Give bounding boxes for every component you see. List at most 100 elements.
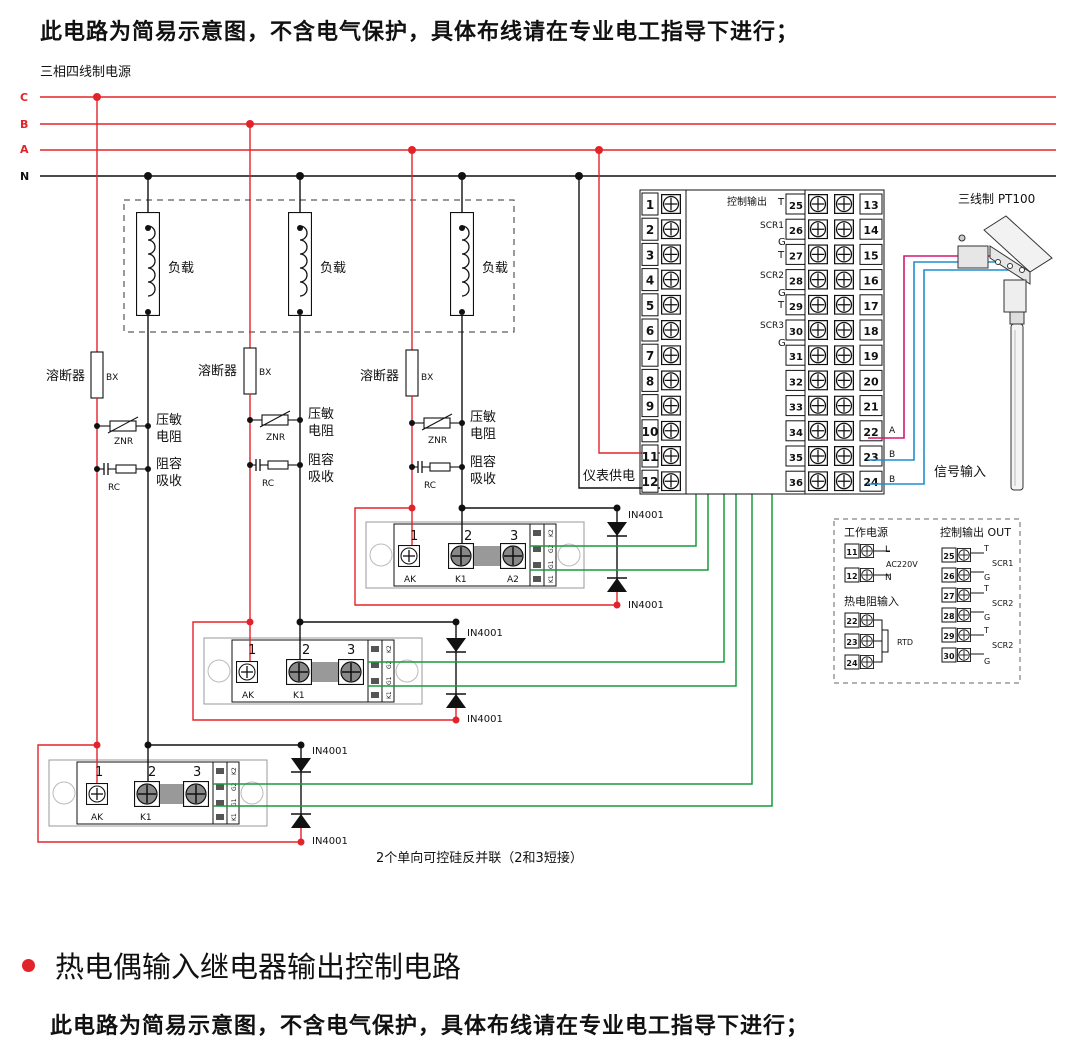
fuse-code-3: BX	[421, 373, 433, 383]
snubber-label-3b: 吸收	[470, 472, 496, 487]
ctrl-right-terminal: 22	[863, 426, 878, 439]
legend-terminal: 12	[846, 572, 857, 581]
rc-code-1: RC	[108, 483, 120, 493]
ctrl-left-cell	[641, 343, 659, 367]
sensor-label: 三线制 PT100	[958, 192, 1035, 206]
scr1-label-ak: AK	[91, 813, 104, 823]
ctrl-right-terminal: 16	[863, 275, 879, 288]
ctrl-left-cell	[641, 293, 659, 317]
power-bus	[40, 96, 1056, 177]
ctrl-right-terminal: 23	[863, 451, 878, 464]
scr1-label-k1: K1	[140, 813, 152, 823]
varistor-label-3a: 压敏	[470, 410, 496, 425]
legend-out-label: G	[984, 613, 990, 622]
legend-terminal: 27	[943, 592, 954, 601]
ctrl-right-terminal: 17	[863, 300, 878, 313]
load-label-1: 负载	[168, 261, 194, 276]
pt100-sensor	[957, 215, 1053, 491]
snubber-label-2a: 阻容	[308, 452, 334, 468]
ctrl-mid-cell	[785, 319, 806, 341]
ctrl-right-terminal: 20	[863, 375, 879, 388]
scr1-pin-k1: K1	[231, 813, 238, 821]
diode-label-3b: IN4001	[628, 600, 664, 611]
scr1-terminal-3: 3	[193, 765, 201, 780]
ctrl-right-cell	[859, 193, 883, 215]
section-heading-text: 热电偶输入继电器输出控制电路	[55, 950, 462, 984]
ctrl-right-cell	[859, 269, 883, 291]
ctrl-left-terminal: 10	[642, 425, 659, 439]
legend-terminal: 28	[943, 612, 955, 621]
scr2-terminal-1: 1	[248, 643, 256, 658]
ctrl-scr2: SCR2	[760, 271, 784, 281]
ctrl-right-terminal: 15	[863, 249, 878, 262]
ctrl-mid-cell	[785, 445, 806, 467]
znr-code-1: ZNR	[114, 437, 133, 447]
ctrl-scr3: SCR3	[760, 321, 784, 331]
legend-terminal: 11	[846, 548, 858, 557]
scr2-label-k1: K1	[293, 691, 305, 701]
ctrl-mid-cell	[785, 269, 806, 291]
scr1-terminal-1: 1	[95, 765, 103, 780]
ctrl-right-cell	[859, 319, 883, 341]
scr1-pin-g1: G1	[231, 798, 238, 807]
scr2-pin-g2: G2	[386, 660, 393, 669]
ctrl-right-terminal: 21	[863, 401, 878, 414]
ctrl-right-cell	[859, 294, 883, 316]
varistor-label-1a: 压敏	[156, 413, 182, 428]
legend-cell	[844, 567, 860, 583]
legend-control-out: 控制输出 OUT	[940, 525, 1011, 539]
legend-cell	[941, 607, 957, 623]
diode-label-2a: IN4001	[467, 628, 503, 639]
legend-out-label: T	[983, 626, 989, 635]
legend-terminal: 30	[943, 652, 955, 661]
ctrl-t2: T	[777, 250, 785, 261]
controller	[639, 189, 885, 495]
legend-terminal: 24	[846, 659, 858, 668]
ctrl-mid-terminal: 29	[789, 302, 803, 313]
ctrl-mid-cell	[785, 369, 806, 391]
ctrl-mid-terminal: 25	[789, 201, 803, 212]
legend-out-label: T	[983, 584, 989, 593]
legend-cell	[941, 567, 957, 583]
ctrl-mid-cell	[785, 243, 806, 265]
scr-module-2	[192, 618, 466, 724]
ctrl-left-cell	[641, 242, 659, 266]
scr2-pin-g1: G1	[386, 676, 393, 685]
ctrl-left-cell	[641, 368, 659, 392]
ctrl-right-cell	[859, 420, 883, 442]
ctrl-t3: T	[777, 300, 785, 311]
ctrl-right-cell	[859, 243, 883, 265]
scr3-label-a2: A2	[507, 575, 519, 585]
legend-out-label: T	[983, 544, 989, 553]
ctrl-right-cell	[859, 395, 883, 417]
ctrl-mid-cell	[785, 344, 806, 366]
scr2-terminal-3: 3	[347, 643, 355, 658]
scr3-pin-g2: G2	[548, 544, 555, 553]
ctrl-left-cell	[641, 217, 659, 241]
ctrl-left-cell	[641, 394, 659, 418]
ctrl-mid-terminal: 36	[789, 478, 803, 489]
ctrl-right-cell	[859, 344, 883, 366]
scr3-pin-g1: G1	[548, 560, 555, 569]
ctrl-left-terminal: 5	[646, 299, 654, 313]
ctrl-mid-cell	[785, 470, 806, 492]
scr3-terminal-2: 2	[464, 529, 472, 544]
scr3-terminal-3: 3	[510, 529, 518, 544]
ctrl-left-terminal: 1	[646, 198, 654, 212]
ctrl-right-terminal: 24	[863, 476, 879, 489]
section-note: 此电路为简易示意图，不含电气保护，具体布线请在专业电工指导下进行；	[50, 1014, 810, 1039]
ctrl-mid-cell	[785, 218, 806, 240]
scr3-pin-k2: K2	[548, 529, 555, 537]
ctrl-left-terminal: 7	[646, 349, 654, 363]
scr3-terminal-1: 1	[410, 529, 418, 544]
fuse-label-3: 溶断器	[360, 369, 399, 384]
legend-out-label: G	[984, 657, 990, 666]
branch-3	[405, 150, 466, 512]
ctrl-mid-terminal: 35	[789, 453, 803, 464]
ctrl-left-cell	[641, 192, 659, 216]
phase-label-n: N	[20, 170, 29, 183]
snubber-label-3a: 阻容	[470, 454, 496, 470]
legend-terminal: 26	[943, 572, 955, 581]
